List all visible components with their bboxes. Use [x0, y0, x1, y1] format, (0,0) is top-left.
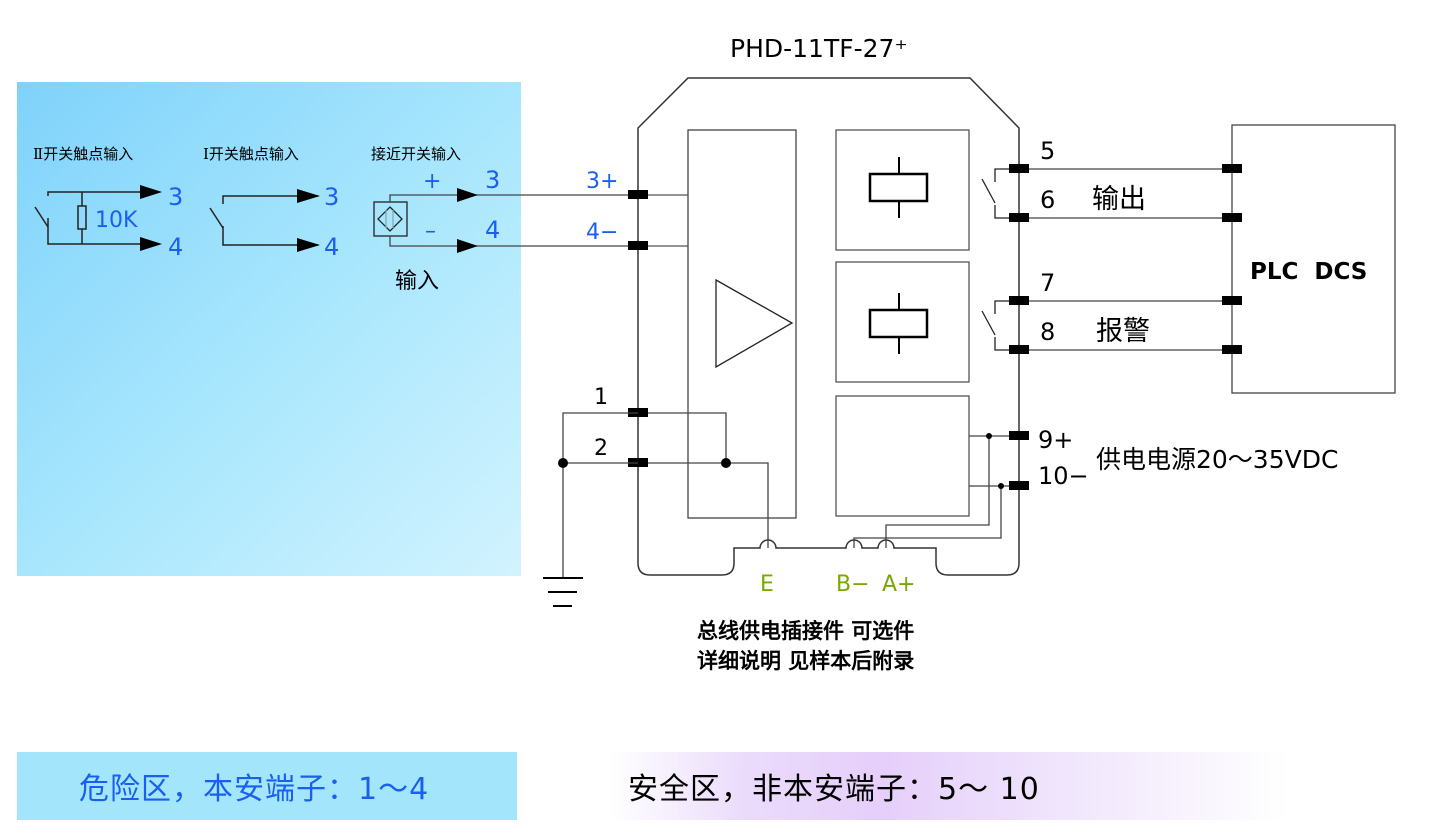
- polarity-plus: +: [423, 169, 441, 194]
- terminal-7: [1009, 296, 1029, 305]
- arrow-icon: [297, 238, 320, 252]
- relay-contacts: [981, 168, 1019, 351]
- output-label: 输出: [1092, 184, 1146, 215]
- power-block: [835, 395, 970, 517]
- input-caption: 输入: [395, 269, 439, 294]
- arrow-icon: [140, 237, 162, 251]
- junction-dot: [558, 458, 568, 468]
- alarm-label: 报警: [1096, 316, 1150, 347]
- junction-dot: [986, 433, 992, 439]
- hazardous-area-panel: [17, 82, 521, 576]
- polarity-minus: –: [425, 219, 436, 244]
- pin-label-4: 4: [324, 233, 339, 261]
- pin-label-4: 4: [485, 216, 500, 244]
- power-supply-label: 供电电源20～35VDC: [1096, 445, 1338, 474]
- bus-note-line-2: 详细说明 见样本后附录: [697, 649, 914, 673]
- module-housing: [637, 77, 1020, 576]
- terminal-label-6: 6: [1040, 186, 1055, 214]
- bus-pin-a-plus: A+: [882, 572, 915, 597]
- terminal-5: [1009, 164, 1029, 173]
- ground-icon: [543, 577, 583, 607]
- terminal-9: [1009, 431, 1029, 440]
- ground-wires: [562, 412, 769, 578]
- safe-zone-banner: 安全区，非本安端子：5～ 10: [610, 752, 1290, 820]
- contact-input-type-2: [34, 191, 148, 245]
- input-type-label-proximity: 接近开关输入: [371, 145, 461, 163]
- amplifier-block: [687, 129, 797, 519]
- terminal-6: [1009, 213, 1029, 222]
- arrow-icon: [297, 189, 320, 203]
- relay-block-alarm: [835, 261, 970, 383]
- wire-sensor-to-terminal-3: [389, 194, 638, 247]
- terminal-label-9: 9+: [1038, 426, 1073, 454]
- terminal-label-4: 4−: [586, 220, 618, 245]
- arrow-icon: [140, 185, 162, 199]
- plc-dcs-block: [1231, 124, 1396, 394]
- terminal-label-3: 3+: [586, 169, 618, 194]
- plc-terminal: [1222, 296, 1242, 305]
- safe-zone-text: 安全区，非本安端子：5～ 10: [628, 772, 1040, 807]
- input-type-label-1: Ⅰ开关触点输入: [203, 145, 299, 163]
- junction-dot: [998, 483, 1004, 489]
- amplifier-icon: [715, 278, 794, 369]
- terminal-label-7: 7: [1040, 269, 1055, 297]
- output-wires: [1019, 168, 1232, 351]
- plc-terminal: [1222, 345, 1242, 354]
- terminal-10: [1009, 481, 1029, 490]
- plc-terminal: [1222, 213, 1242, 222]
- terminal-8: [1009, 345, 1029, 354]
- contact-input-type-1: [209, 195, 318, 246]
- terminal-3: [628, 190, 648, 199]
- plc-terminal: [1222, 164, 1242, 173]
- arrow-icon: [457, 188, 478, 202]
- pin-label-3: 3: [168, 183, 183, 211]
- pin-label-3: 3: [324, 183, 339, 211]
- device-title: PHD-11TF-27⁺: [730, 34, 908, 63]
- terminal-label-2: 2: [594, 436, 608, 461]
- junction-dot: [721, 458, 731, 468]
- arrow-icon: [457, 239, 478, 253]
- relay-block-output: [835, 129, 970, 251]
- hazardous-zone-text: 危险区，本安端子：1～4: [79, 772, 430, 807]
- terminal-label-8: 8: [1040, 318, 1055, 346]
- terminal-label-10: 10−: [1038, 462, 1089, 490]
- bus-pin-e: E: [760, 572, 774, 597]
- bus-note-line-1: 总线供电插接件 可选件: [697, 619, 914, 643]
- relay-coil-icon: [868, 157, 929, 218]
- terminal-label-1: 1: [594, 385, 608, 410]
- plc-dcs-label: PLC DCS: [1250, 259, 1367, 285]
- power-bus-wires: [853, 435, 1019, 548]
- relay-coil-icon: [868, 293, 929, 354]
- resistor-value: 10K: [95, 208, 138, 233]
- terminal-label-5: 5: [1040, 137, 1055, 165]
- pin-label-3: 3: [485, 166, 500, 194]
- internal-input-wires: [638, 194, 688, 247]
- input-type-label-2: Ⅱ开关触点输入: [33, 145, 133, 163]
- terminal-4: [628, 241, 648, 250]
- pin-label-4: 4: [168, 233, 183, 261]
- hazardous-zone-banner: 危险区，本安端子：1～4: [17, 752, 517, 820]
- bus-pin-b-minus: B−: [836, 572, 870, 597]
